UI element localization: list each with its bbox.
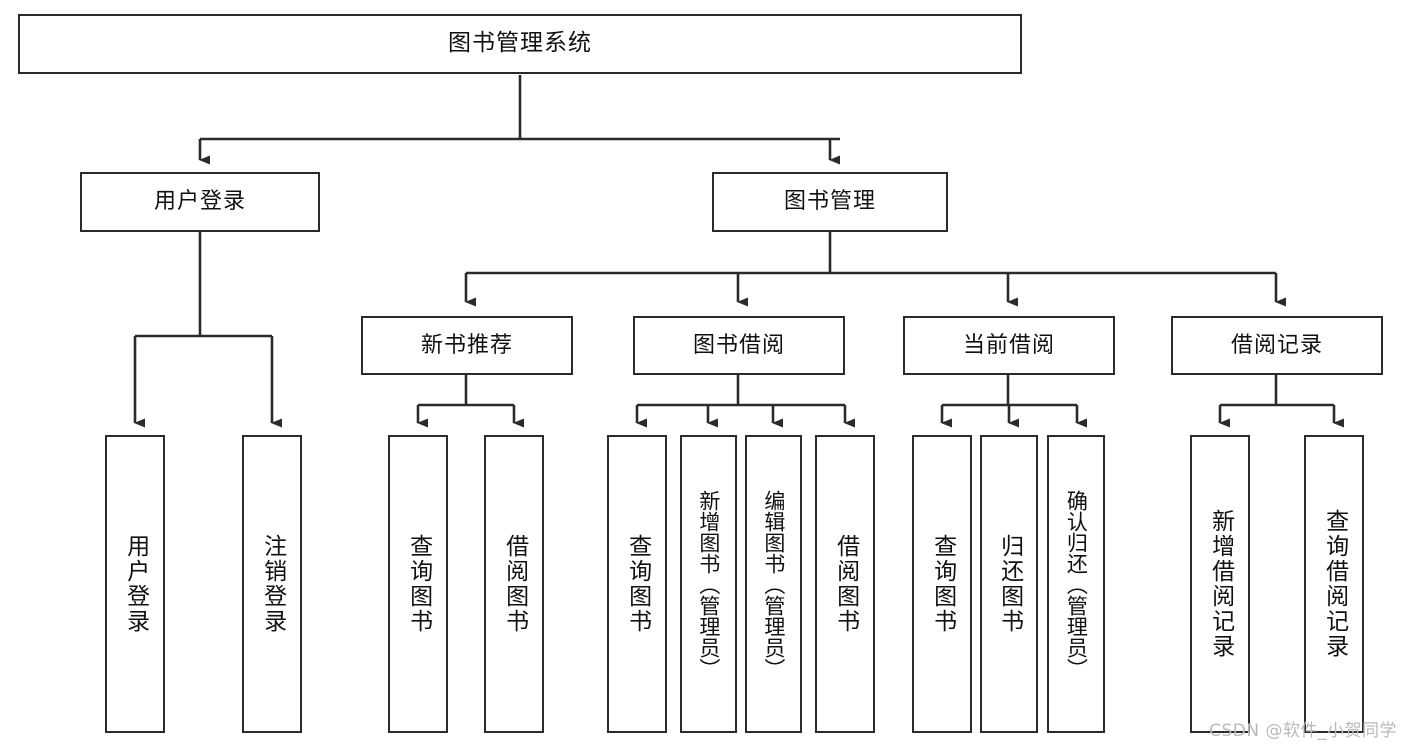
node-user-login[interactable]: 用户登录 <box>80 172 320 232</box>
node-label: 查询图书 <box>624 534 651 634</box>
node-label: 查询图书 <box>929 534 956 634</box>
leaf-edit-book-admin[interactable]: 编辑图书（管理员） <box>745 435 802 733</box>
node-label: 用户登录 <box>153 189 246 215</box>
node-label: 新增借阅记录 <box>1207 509 1234 659</box>
leaf-confirm-return-admin[interactable]: 确认归还（管理员） <box>1047 435 1105 733</box>
node-label: 借阅图书 <box>501 534 528 634</box>
node-new-book-recommend[interactable]: 新书推荐 <box>361 316 573 375</box>
leaf-logout[interactable]: 注销登录 <box>242 435 302 733</box>
leaf-return-book[interactable]: 归还图书 <box>980 435 1038 733</box>
leaf-borrow-book-recommend[interactable]: 借阅图书 <box>484 435 544 733</box>
leaf-query-book-current[interactable]: 查询图书 <box>912 435 972 733</box>
node-label: 借阅记录 <box>1230 332 1323 358</box>
leaf-add-book-admin[interactable]: 新增图书（管理员） <box>680 435 737 733</box>
node-label: 查询图书 <box>405 534 432 634</box>
node-borrow-record[interactable]: 借阅记录 <box>1171 316 1383 375</box>
node-label: 当前借阅 <box>962 332 1055 358</box>
node-label: 借阅图书 <box>832 534 859 634</box>
leaf-query-book-borrow[interactable]: 查询图书 <box>607 435 667 733</box>
node-label: 用户登录 <box>122 534 149 634</box>
watermark-text: CSDN @软件_小贺同学 <box>1209 721 1397 741</box>
node-label: 图书管理 <box>783 189 876 215</box>
leaf-add-borrow-record[interactable]: 新增借阅记录 <box>1190 435 1250 733</box>
node-current-borrow[interactable]: 当前借阅 <box>903 316 1115 375</box>
node-label: 注销登录 <box>259 534 286 634</box>
node-label: 图书借阅 <box>692 332 785 358</box>
node-book-borrow[interactable]: 图书借阅 <box>633 316 845 375</box>
node-root-system[interactable]: 图书管理系统 <box>18 14 1022 74</box>
node-label: 查询借阅记录 <box>1321 509 1348 659</box>
node-book-management[interactable]: 图书管理 <box>712 172 948 232</box>
leaf-borrow-book[interactable]: 借阅图书 <box>815 435 875 733</box>
leaf-user-login[interactable]: 用户登录 <box>105 435 165 733</box>
leaf-query-borrow-record[interactable]: 查询借阅记录 <box>1304 435 1364 733</box>
node-label: 图书管理系统 <box>448 30 592 57</box>
node-label: 编辑图书（管理员） <box>761 489 786 679</box>
node-label: 新增图书（管理员） <box>696 489 721 679</box>
node-label: 确认归还（管理员） <box>1064 489 1089 679</box>
node-label: 新书推荐 <box>420 332 513 358</box>
leaf-query-book-recommend[interactable]: 查询图书 <box>388 435 448 733</box>
node-label: 归还图书 <box>996 534 1023 634</box>
